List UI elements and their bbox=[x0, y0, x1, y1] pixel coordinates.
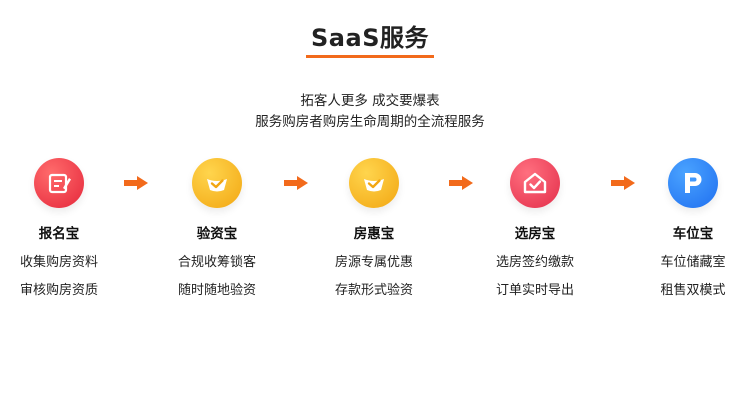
feature-xuanfangbao[interactable]: 选房宝 选房签约缴款 订单实时导出 bbox=[470, 158, 600, 298]
feature-name: 选房宝 bbox=[514, 226, 556, 242]
feature-line: 租售双模式 bbox=[660, 283, 726, 298]
feature-line: 车位储藏室 bbox=[660, 255, 726, 270]
feature-name: 房惠宝 bbox=[353, 226, 395, 242]
arrow-right-icon bbox=[611, 176, 635, 190]
feature-line: 存款形式验资 bbox=[334, 283, 413, 298]
feature-line: 选房签约缴款 bbox=[495, 255, 574, 270]
ingot-check-icon bbox=[192, 158, 242, 208]
feature-line: 房源专属优惠 bbox=[334, 255, 413, 270]
ingot-check-icon bbox=[349, 158, 399, 208]
arrow-right-icon bbox=[284, 176, 308, 190]
feature-line: 随时随地验资 bbox=[177, 283, 256, 298]
feature-line: 审核购房资质 bbox=[19, 283, 98, 298]
feature-baomingbao[interactable]: 报名宝 收集购房资料 审核购房资质 bbox=[0, 158, 124, 298]
feature-line: 订单实时导出 bbox=[495, 283, 574, 298]
feature-name: 报名宝 bbox=[38, 226, 80, 242]
feature-name: 车位宝 bbox=[672, 226, 714, 242]
parking-icon bbox=[668, 158, 718, 208]
title-underline bbox=[306, 55, 434, 58]
feature-fanghuibao[interactable]: 房惠宝 房源专属优惠 存款形式验资 bbox=[309, 158, 439, 298]
subtitle-line-1: 拓客人更多 成交要爆表 bbox=[300, 93, 440, 109]
house-check-icon bbox=[510, 158, 560, 208]
feature-line: 合规收筹锁客 bbox=[177, 255, 256, 270]
feature-name: 验资宝 bbox=[196, 226, 238, 242]
subtitle-line-2: 服务购房者购房生命周期的全流程服务 bbox=[255, 114, 485, 130]
arrow-right-icon bbox=[449, 176, 473, 190]
feature-cheweibao[interactable]: 车位宝 车位储藏室 租售双模式 bbox=[628, 158, 740, 298]
feature-line: 收集购房资料 bbox=[19, 255, 98, 270]
arrow-right-icon bbox=[124, 176, 148, 190]
feature-yanzibao[interactable]: 验资宝 合规收筹锁客 随时随地验资 bbox=[152, 158, 282, 298]
page-title: SaaS服务 bbox=[311, 24, 429, 52]
form-edit-icon bbox=[34, 158, 84, 208]
